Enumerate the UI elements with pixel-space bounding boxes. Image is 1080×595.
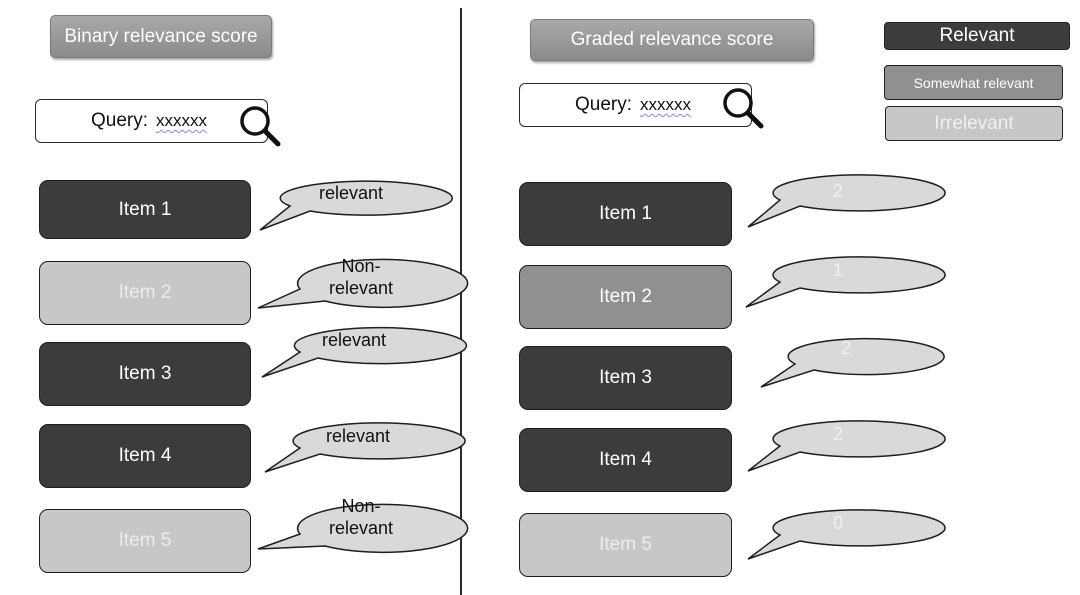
binary-item-3[interactable]: Item 3 <box>39 342 251 406</box>
item-label: Item 3 <box>599 367 652 388</box>
binary-speech-bubbles <box>257 180 469 554</box>
item-label: Item 5 <box>599 534 652 555</box>
item-label: Item 2 <box>599 286 652 307</box>
item-label: Item 1 <box>599 203 652 224</box>
graded-item-4[interactable]: Item 4 <box>519 428 732 492</box>
binary-item-5[interactable]: Item 5 <box>39 509 251 573</box>
graded-query-value: xxxxxx <box>640 95 692 114</box>
item-label: Item 5 <box>118 530 172 551</box>
search-icon[interactable] <box>238 104 284 150</box>
graded-bubble-4 <box>747 420 946 472</box>
binary-item-4[interactable]: Item 4 <box>39 424 251 488</box>
legend-somewhat-label: Somewhat relevant <box>913 74 1034 91</box>
graded-query-box[interactable]: Query: xxxxxx <box>519 83 752 127</box>
graded-bubble-5 <box>747 509 946 560</box>
search-icon[interactable] <box>721 86 767 132</box>
binary-bubble-2 <box>257 258 469 309</box>
item-label: Item 2 <box>118 282 172 303</box>
graded-header-button[interactable]: Graded relevance score <box>530 19 814 61</box>
graded-item-2[interactable]: Item 2 <box>519 265 732 329</box>
legend-somewhat-relevant: Somewhat relevant <box>884 65 1063 100</box>
graded-bubble-2 <box>745 256 946 308</box>
binary-header-label: Binary relevance score <box>64 25 258 47</box>
graded-item-5[interactable]: Item 5 <box>519 513 732 577</box>
binary-item-1[interactable]: Item 1 <box>39 180 251 239</box>
binary-header-button[interactable]: Binary relevance score <box>50 15 272 58</box>
binary-query-value: xxxxxx <box>156 111 208 130</box>
item-label: Item 1 <box>118 198 172 220</box>
graded-query-label: Query: <box>575 94 633 115</box>
binary-bubble-3 <box>261 326 468 378</box>
legend-irrelevant-label: Irrelevant <box>934 112 1014 134</box>
graded-item-3[interactable]: Item 3 <box>519 346 732 410</box>
legend-irrelevant: Irrelevant <box>885 106 1063 141</box>
legend-relevant-label: Relevant <box>939 25 1015 46</box>
graded-header-label: Graded relevance score <box>570 29 774 50</box>
binary-item-2[interactable]: Item 2 <box>39 261 251 325</box>
item-label: Item 4 <box>599 449 652 470</box>
binary-query-box[interactable]: Query: xxxxxx <box>35 99 268 143</box>
graded-bubble-1 <box>747 174 946 228</box>
panel-divider <box>460 8 462 595</box>
binary-query-label: Query: <box>91 110 149 131</box>
binary-bubble-4 <box>264 422 466 473</box>
item-label: Item 4 <box>118 445 172 466</box>
graded-bubble-3 <box>760 337 945 388</box>
binary-bubble-1 <box>259 180 453 231</box>
graded-item-1[interactable]: Item 1 <box>519 182 732 246</box>
item-label: Item 3 <box>118 363 172 384</box>
legend-relevant: Relevant <box>884 22 1070 50</box>
binary-bubble-5 <box>257 503 469 554</box>
